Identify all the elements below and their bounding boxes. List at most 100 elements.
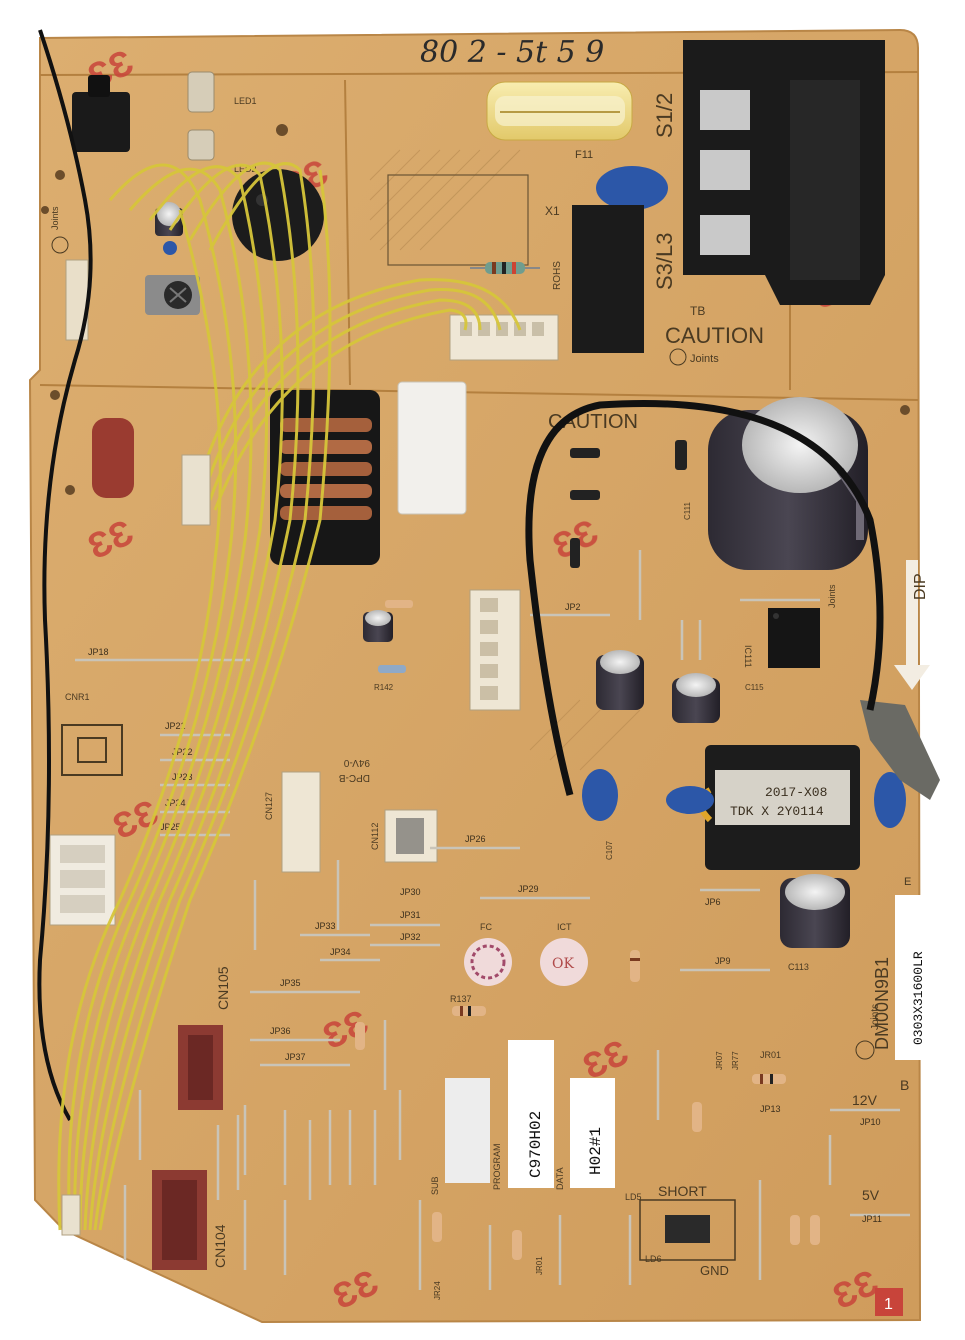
main-electrolytic-capacitor xyxy=(708,397,868,570)
joints-logo-right: Joints xyxy=(855,1004,881,1060)
svg-text:JP10: JP10 xyxy=(860,1117,881,1127)
label-program: C970H02 PROGRAM xyxy=(492,1040,554,1190)
svg-text:JP31: JP31 xyxy=(400,910,421,920)
joints-logo-mid: Joints xyxy=(827,584,837,608)
svg-text:JP2: JP2 xyxy=(565,602,581,612)
label-jr01b: JR01 xyxy=(535,1256,544,1275)
label-12v: 12V xyxy=(852,1092,878,1108)
svg-text:JP34: JP34 xyxy=(330,947,351,957)
svg-text:2017-X08: 2017-X08 xyxy=(765,785,827,800)
connector-center xyxy=(469,589,521,711)
connector-left-white xyxy=(49,834,116,926)
svg-text:SHORT: SHORT xyxy=(658,1183,707,1199)
connector-cn105: CN105 xyxy=(178,966,231,1110)
caution-top: CAUTION xyxy=(665,323,764,348)
buzzer xyxy=(232,169,324,261)
board-b-mark: B xyxy=(900,1077,909,1093)
handwritten-number: 80 2 - 5t 5 9 xyxy=(420,35,604,70)
svg-text:JP36: JP36 xyxy=(270,1026,291,1036)
relay-outline: X1 xyxy=(387,174,560,266)
svg-text:PROGRAM: PROGRAM xyxy=(492,1143,502,1190)
board-id: DM00N9B1 xyxy=(872,957,892,1050)
label-jr24: JR24 xyxy=(433,1281,442,1300)
svg-text:JP13: JP13 xyxy=(760,1104,781,1114)
white-component-block xyxy=(397,381,467,515)
jumper-lines xyxy=(75,550,910,1290)
svg-text:CN104: CN104 xyxy=(212,1224,228,1268)
ic-chip: IC111 xyxy=(743,608,820,668)
svg-text:JP33: JP33 xyxy=(315,921,336,931)
svg-text:JP6: JP6 xyxy=(705,897,721,907)
label-jr01: JR01 xyxy=(760,1050,781,1060)
svg-text:1: 1 xyxy=(884,1296,893,1313)
svg-text:CN127: CN127 xyxy=(264,792,274,820)
label-r142: R142 xyxy=(374,683,394,692)
led-1: LED1 xyxy=(187,71,257,113)
svg-text:0303X31600LR: 0303X31600LR xyxy=(911,951,926,1045)
dip-arrow: DIP xyxy=(894,560,930,690)
connector-cnr1: CNR1 xyxy=(61,692,123,776)
relay-hatch-area xyxy=(369,149,641,771)
svg-text:94V-0: 94V-0 xyxy=(343,757,370,768)
svg-text:SUB: SUB xyxy=(430,1176,440,1195)
svg-text:JP26: JP26 xyxy=(465,834,486,844)
ict-sticker: OK ICT xyxy=(540,922,588,986)
small-capacitor-top xyxy=(155,202,183,255)
harness-connector-left xyxy=(181,454,211,526)
resistors xyxy=(355,600,820,1260)
black-wire-capacitor xyxy=(525,399,884,796)
transformer: 2017-X08 TDK X 2Y0114 xyxy=(697,745,860,870)
blue-disc-capacitor-1 xyxy=(582,769,618,821)
resistor-relay xyxy=(470,262,540,274)
svg-text:H02#1: H02#1 xyxy=(587,1127,605,1175)
svg-text:LD5: LD5 xyxy=(625,1192,642,1202)
board-corner-mark: 1 xyxy=(875,1288,903,1316)
ul-marking: DPC-B 94V-0 xyxy=(339,757,370,783)
label-sub: SUB xyxy=(430,1078,490,1195)
electrolytic-cap-small xyxy=(363,610,393,642)
svg-text:F11: F11 xyxy=(575,149,593,161)
diodes xyxy=(570,440,687,568)
svg-text:Joints: Joints xyxy=(870,1004,881,1030)
electrolytic-cap-2 xyxy=(672,673,720,723)
joints-logo-left: Joints xyxy=(50,206,69,254)
svg-text:JP23: JP23 xyxy=(172,772,193,782)
svg-text:X1: X1 xyxy=(545,204,560,218)
tactile-switch xyxy=(72,75,130,152)
svg-text:DPC-B: DPC-B xyxy=(339,772,370,783)
metal-clip xyxy=(860,700,940,800)
terminal-label-s3: S3/L3 xyxy=(652,233,677,291)
board-e-mark: E xyxy=(904,876,911,888)
svg-text:JP29: JP29 xyxy=(518,884,539,894)
label-c111: C111 xyxy=(683,502,692,520)
joints-logo-top: Joints xyxy=(669,348,719,366)
svg-text:JP22: JP22 xyxy=(172,747,193,757)
blue-disc-capacitor-3 xyxy=(874,772,906,828)
svg-text:OK: OK xyxy=(552,956,574,972)
svg-text:JP24: JP24 xyxy=(165,798,186,808)
svg-text:JP18: JP18 xyxy=(88,647,109,657)
svg-text:LD6: LD6 xyxy=(645,1254,662,1264)
connector-cn127: CN127 xyxy=(264,771,321,873)
svg-text:C970H02: C970H02 xyxy=(527,1111,545,1178)
yellow-wire-harness xyxy=(57,161,522,1231)
svg-text:JP30: JP30 xyxy=(400,887,421,897)
label-5v: 5V xyxy=(862,1187,880,1203)
svg-text:ICT: ICT xyxy=(557,922,572,932)
svg-text:GND: GND xyxy=(700,1263,729,1278)
label-c107: C107 xyxy=(605,840,614,860)
svg-text:CNR1: CNR1 xyxy=(65,692,90,702)
connector-cn104: CN104 xyxy=(152,1170,228,1270)
short-pad-area: SHORT GND LD5 LD6 xyxy=(625,1183,736,1278)
svg-text:CN105: CN105 xyxy=(215,966,231,1010)
svg-text:DATA: DATA xyxy=(555,1167,565,1190)
svg-text:ROHS: ROHS xyxy=(552,261,563,290)
svg-text:DIP: DIP xyxy=(912,573,929,600)
label-data: H02#1 DATA xyxy=(555,1078,615,1190)
label-r137: R137 xyxy=(450,994,472,1004)
svg-text:CN112: CN112 xyxy=(370,823,380,850)
blue-disc-capacitor-top xyxy=(596,166,668,210)
svg-text:Joints: Joints xyxy=(827,584,837,608)
